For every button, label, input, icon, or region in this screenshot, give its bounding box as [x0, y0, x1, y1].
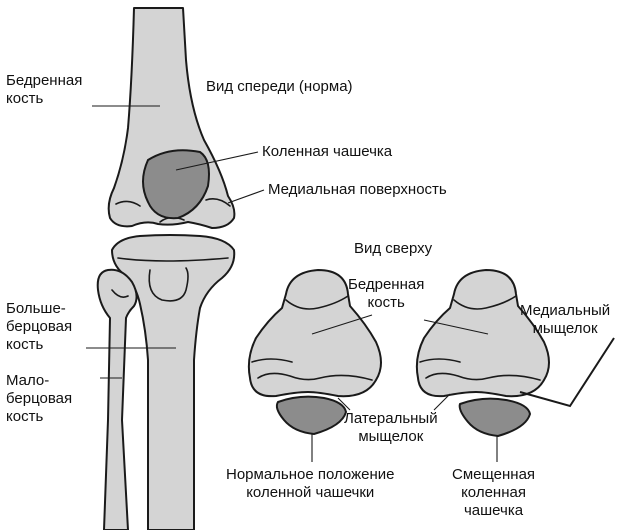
femur-top-displaced-notch [453, 295, 517, 310]
leader-medial-surface [227, 189, 265, 204]
femur-top-displaced-trochlea [425, 372, 541, 381]
tibia-tubercle [148, 267, 189, 302]
femur-condyle-line-right [205, 198, 231, 207]
leader-medial-condyle [519, 337, 615, 408]
femur-top-displaced-ridge [419, 358, 461, 363]
leader-femur-top-right [423, 319, 489, 335]
femur-top-normal-notch [285, 295, 349, 310]
label-top-view: Вид сверху [354, 240, 433, 257]
kneecap-front [142, 149, 210, 220]
fibula [96, 268, 138, 530]
tibia-plateau-line [117, 257, 229, 262]
kneecap-normal [275, 395, 347, 435]
label-medial-surface: Медиальная поверхность [268, 181, 447, 198]
leader-kneecap [175, 151, 259, 171]
femur-top-normal-trochlea [257, 372, 373, 381]
kneecap-displaced [458, 397, 531, 437]
leader-lateral-left [337, 397, 351, 411]
leader-lateral-right [433, 393, 451, 411]
label-kneecap: Коленная чашечка [262, 143, 393, 160]
femur-condyle-line-left [115, 200, 141, 207]
fibula-head-line [111, 289, 129, 298]
label-front-view: Вид спереди (норма) [206, 78, 353, 95]
femur-top-normal-ridge [251, 358, 293, 363]
leader-femur-top-left [311, 314, 373, 335]
